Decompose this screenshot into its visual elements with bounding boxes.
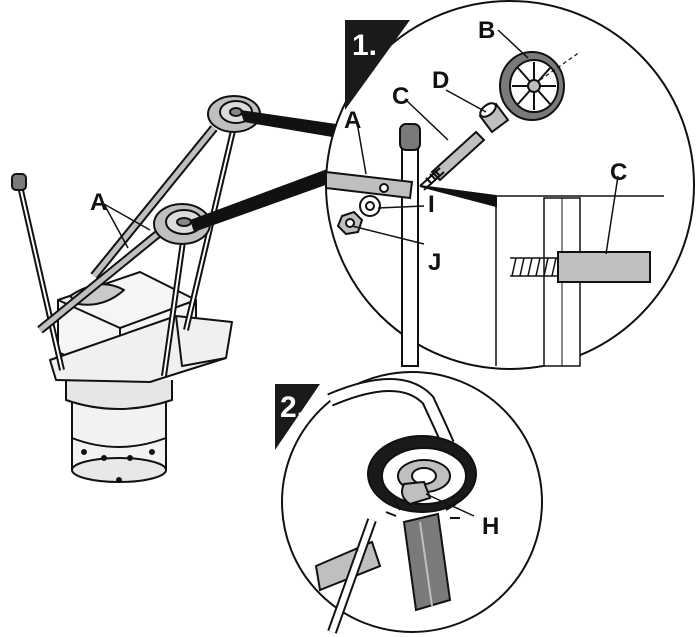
label-h: H (482, 513, 499, 540)
label-a-main: A (90, 189, 107, 216)
label-d: D (432, 67, 449, 94)
washer-i (359, 195, 381, 217)
zoom-inset-c (419, 185, 664, 367)
housing-base (65, 380, 173, 483)
label-b: B (478, 17, 495, 44)
leader-a-main-2 (103, 203, 129, 249)
wheel-b (499, 51, 581, 121)
step-1-number: 1. (352, 29, 377, 62)
support-rod (11, 173, 65, 371)
step-2-box (275, 384, 320, 450)
part-labels: A A B C C D I J H (90, 17, 627, 540)
leader-a-main (103, 203, 151, 231)
label-i: I (428, 191, 435, 218)
label-c-detail: C (392, 83, 409, 110)
label-a-detail: A (344, 107, 361, 134)
step-1-box (345, 20, 410, 110)
handle-post (399, 123, 421, 367)
label-j: J (428, 249, 441, 276)
wheel-closeup (314, 378, 477, 634)
callout-wedge-upper (240, 110, 350, 140)
zoom-threaded-bolt (510, 257, 558, 277)
bracket-a (325, 170, 414, 200)
nut-j (336, 210, 364, 236)
bolt-c (419, 130, 486, 191)
discharge-tray (49, 315, 233, 383)
detail-circle-2: 2. (275, 371, 543, 634)
step-2-number: 2. (280, 391, 305, 424)
snow-thrower-assembly (11, 95, 261, 483)
detail-circle-1: 1. (325, 0, 695, 370)
spacer-d (478, 102, 510, 134)
callout-wedge-lower (190, 168, 334, 232)
detail-leaders (351, 29, 619, 255)
label-c-zoom: C (610, 159, 627, 186)
frame-bar-a (37, 125, 218, 334)
